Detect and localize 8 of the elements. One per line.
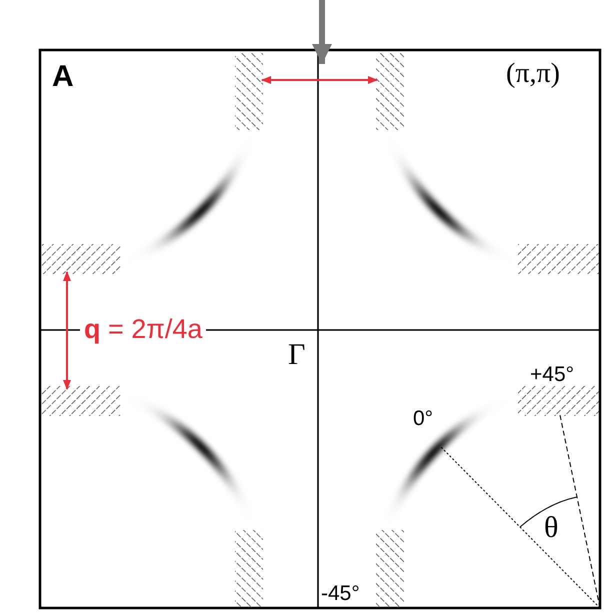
angle-label: +45° <box>530 364 574 385</box>
point-label: (π,π) <box>506 60 560 88</box>
panel-letter: A <box>52 62 74 92</box>
angle-label: -45° <box>321 583 360 604</box>
point-label: Γ <box>288 340 306 370</box>
angle-label: θ <box>544 513 558 543</box>
wave-vector-label: q = 2π/4a <box>80 316 206 343</box>
angle-label: 0° <box>413 408 434 429</box>
